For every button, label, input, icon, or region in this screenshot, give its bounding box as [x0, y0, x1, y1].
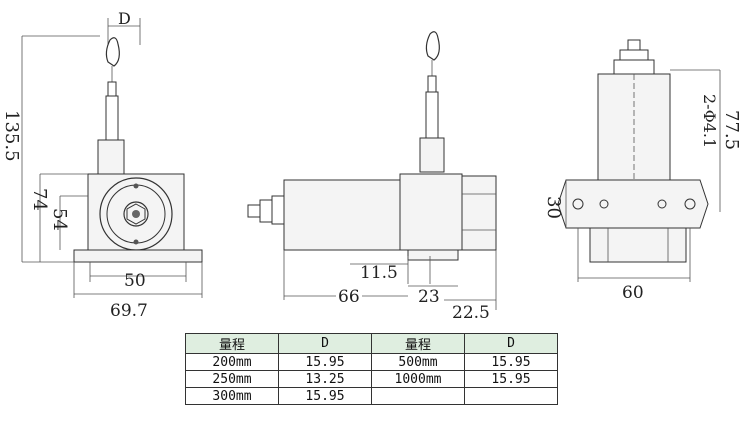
spec-table: 量程 D 量程 D 200mm 15.95 500mm 15.95 250mm …	[185, 333, 558, 405]
table-cell: 15.95	[464, 353, 558, 371]
table-header-cell: D	[278, 333, 372, 354]
table-cell: 1000mm	[371, 370, 465, 388]
table-cell: 15.95	[464, 370, 558, 388]
front-view: D 135.5 74 54 50	[1, 9, 203, 321]
dim-body-length: 66	[338, 287, 360, 307]
table-cell: 500mm	[371, 353, 465, 371]
dim-base-width: 69.7	[110, 301, 148, 321]
table-cell: 300mm	[185, 387, 279, 405]
dim-rear-height: 77.5	[721, 110, 742, 150]
dim-hole-spacing: 50	[124, 271, 146, 291]
dim-d-label: D	[118, 9, 131, 28]
dim-overall-height: 135.5	[1, 110, 22, 162]
dim-offset: 11.5	[360, 263, 398, 283]
table-cell-empty	[464, 387, 558, 405]
side-view: 11.5 66 23 22.5	[247, 31, 497, 323]
technical-drawing: D 135.5 74 54 50	[1, 9, 742, 323]
table-header-cell: 量程	[371, 333, 465, 354]
table-row: 250mm 13.25 1000mm 15.95	[185, 370, 558, 388]
rear-view: 77.5 2-Φ4.1 30 60	[543, 39, 742, 303]
table-header-cell: 量程	[185, 333, 279, 354]
table-cell-empty	[371, 387, 465, 405]
dim-flange: 23	[418, 287, 440, 307]
dim-housing-height: 74	[29, 188, 50, 211]
dim-hole-spec: 2-Φ4.1	[700, 94, 719, 148]
dim-housing: 22.5	[452, 303, 490, 323]
dim-rear-width: 60	[622, 283, 644, 303]
dim-face-height: 54	[49, 208, 70, 231]
table-header-cell: D	[464, 333, 558, 354]
table-row: 300mm 15.95	[185, 387, 558, 405]
table-cell: 250mm	[185, 370, 279, 388]
table-header-row: 量程 D 量程 D	[185, 333, 558, 354]
table-cell: 200mm	[185, 353, 279, 371]
dim-base-height: 30	[543, 196, 564, 219]
table-cell: 13.25	[278, 370, 372, 388]
table-row: 200mm 15.95 500mm 15.95	[185, 353, 558, 371]
table-cell: 15.95	[278, 387, 372, 405]
table-cell: 15.95	[278, 353, 372, 371]
